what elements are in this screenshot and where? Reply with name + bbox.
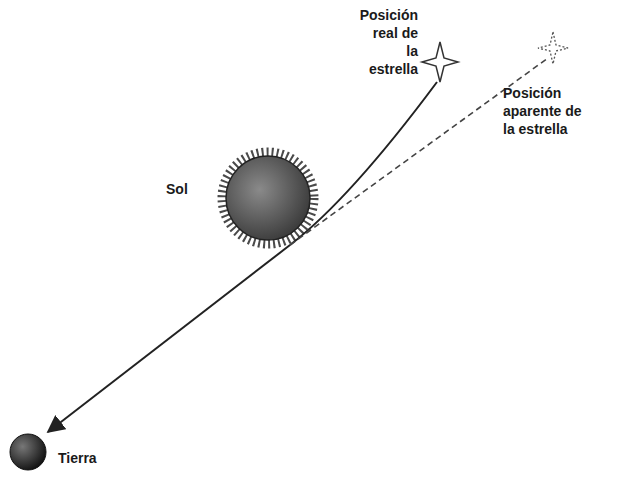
sun-corona [222, 152, 314, 244]
real-star-label: Posición real de la estrella [358, 6, 418, 78]
sun-label: Sol [166, 180, 188, 198]
apparent-star-label: Posición aparente de la estrella [503, 84, 588, 138]
real-star [422, 42, 458, 82]
light-ray-to-earth [48, 245, 290, 432]
earth-label: Tierra [58, 449, 97, 467]
earth-disc [10, 434, 46, 470]
sun-disc [226, 156, 310, 240]
bent-light-ray [290, 82, 437, 245]
apparent-star [538, 32, 568, 64]
